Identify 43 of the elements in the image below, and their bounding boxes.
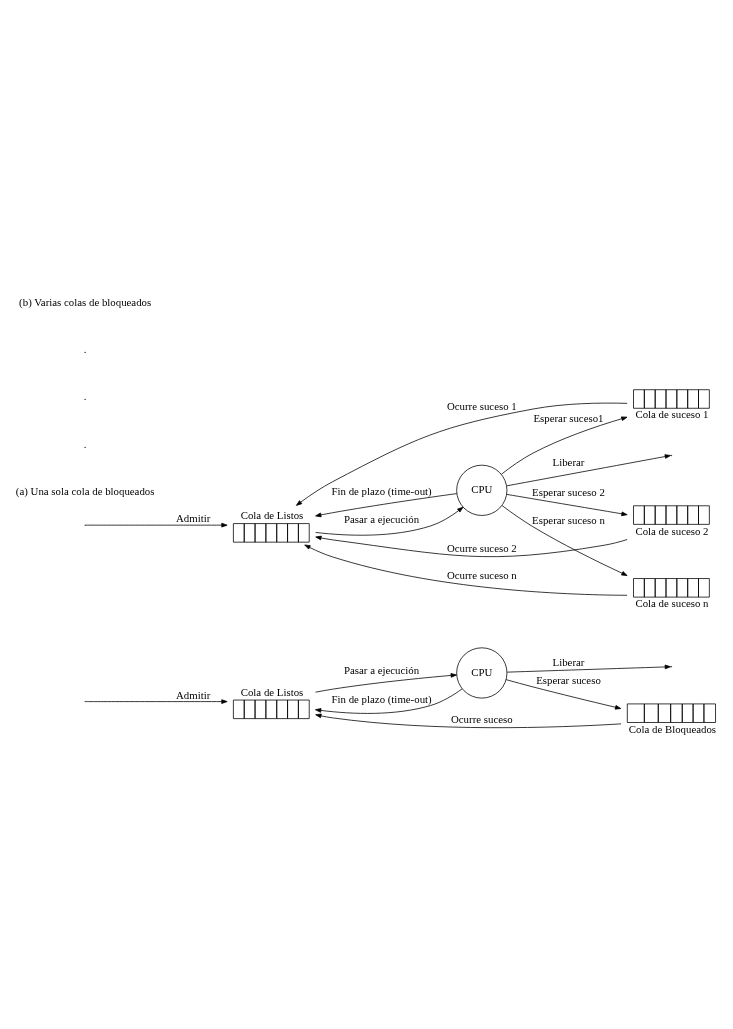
arrow [505, 679, 622, 710]
arrow [506, 494, 628, 517]
arrow [315, 673, 457, 693]
edge-label: Ocurre suceso [450, 713, 513, 726]
label: . [83, 437, 87, 450]
edge-label: Ocurre suceso n [446, 569, 517, 582]
edge-label: Fin de plazo (time-out) [331, 485, 432, 498]
edge-label: Esperar suceso1 [533, 412, 604, 425]
arrow [315, 713, 622, 729]
arrow [315, 493, 458, 518]
label: (b) Varias colas de bloqueados [19, 295, 152, 308]
edge-label: Admitir [175, 688, 211, 701]
arrow [295, 402, 628, 506]
arrow [315, 535, 628, 558]
arrow [85, 699, 228, 704]
arrow [85, 522, 228, 528]
edge-label: Esperar suceso [536, 673, 601, 686]
edge-label: Pasar a ejecución [344, 512, 420, 525]
node-label: Cola de suceso n [635, 597, 709, 610]
label: (a) Una sola cola de bloqueados [15, 484, 155, 497]
label: . [83, 390, 87, 403]
node-label: Cola de suceso 2 [635, 524, 709, 537]
edge-label: Esperar suceso 2 [532, 485, 605, 498]
edge-label: Admitir [175, 512, 211, 525]
node-label: Cola de suceso 1 [635, 408, 709, 421]
edge-label: Liberar [552, 656, 585, 669]
label: . [83, 343, 87, 356]
arrow [304, 544, 628, 596]
arrow [315, 506, 464, 536]
node-label: Cola de Bloqueados [628, 722, 717, 735]
arrow [315, 688, 463, 714]
edge-label: Ocurre suceso 1 [446, 399, 517, 412]
arrow [501, 505, 628, 576]
edge-label: Liberar [552, 456, 585, 469]
edge-label: Pasar a ejecución [344, 663, 420, 676]
node-label: Cola de Listos [240, 685, 304, 698]
edge-label: Esperar suceso n [532, 513, 605, 526]
node-circle: CPU [456, 647, 508, 699]
arrow [506, 664, 671, 673]
edge-label: Ocurre suceso 2 [446, 541, 517, 554]
node-label: Cola de Listos [240, 509, 304, 522]
arrow [501, 416, 628, 475]
edge-label: Fin de plazo (time-out) [331, 692, 432, 705]
